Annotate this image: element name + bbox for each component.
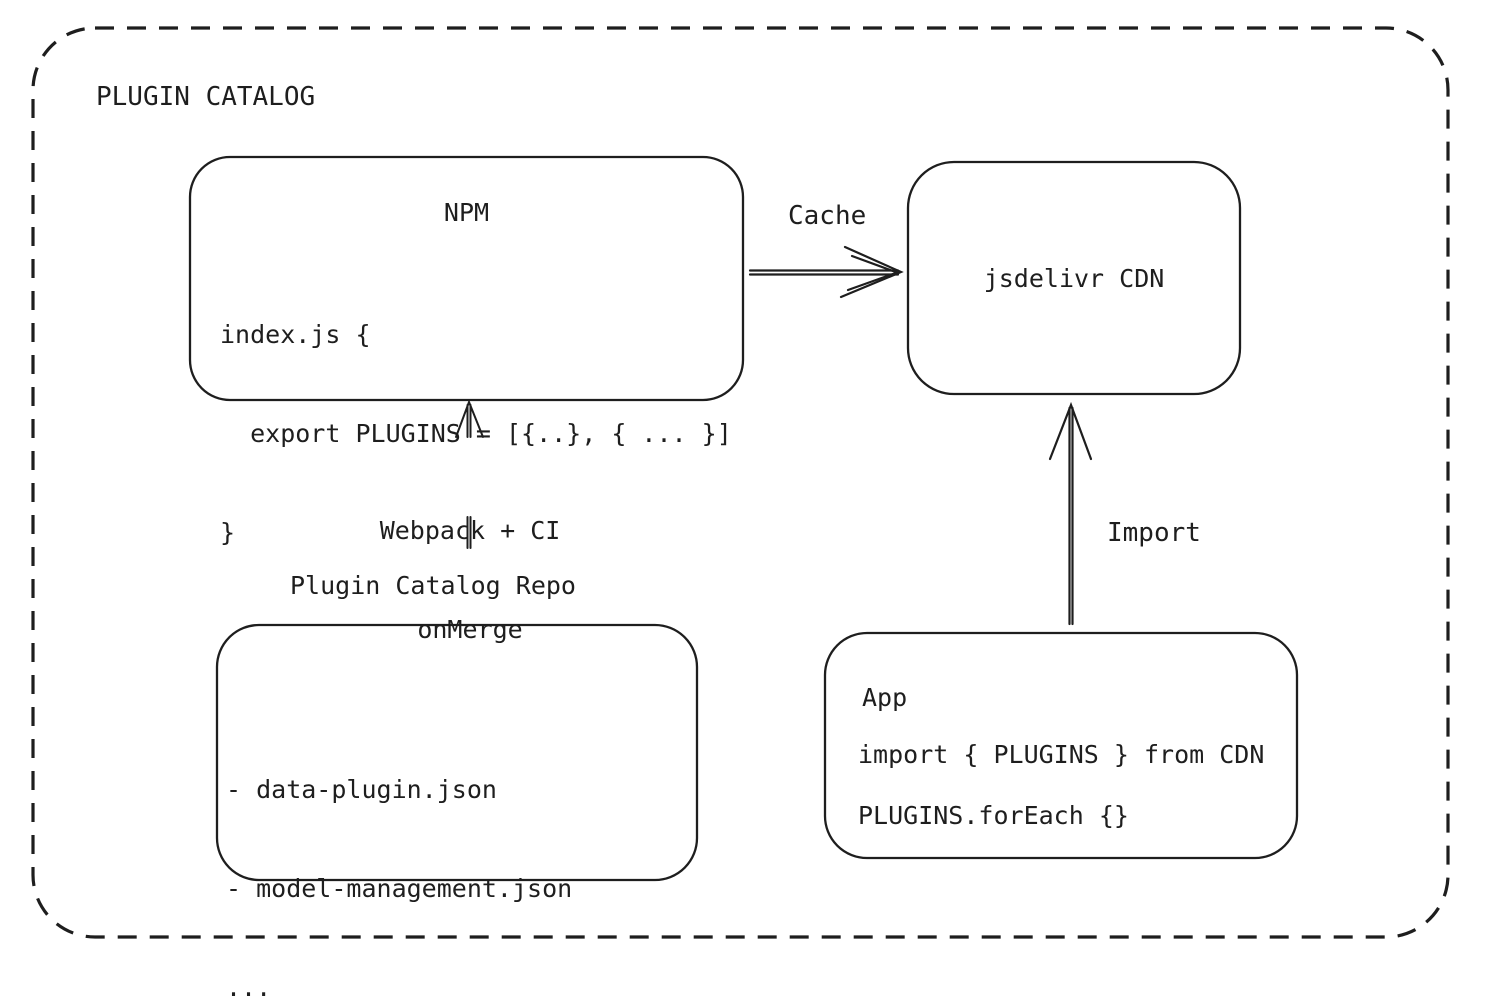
build-arrow-label: Webpack + CI onMerge bbox=[340, 448, 600, 712]
build-arrow bbox=[455, 399, 484, 549]
npm-code-line: index.js { bbox=[220, 320, 371, 349]
catalog-boundary-outline bbox=[31, 26, 1450, 939]
import-arrow-label: Import bbox=[1107, 518, 1201, 548]
npm-code-line: export PLUGINS = [{..}, { ... }] bbox=[220, 419, 732, 448]
npm-box-title: NPM bbox=[443, 198, 490, 227]
repo-box-label: Plugin Catalog Repo bbox=[290, 571, 576, 600]
cache-arrow bbox=[748, 245, 904, 299]
repo-item-list: - data-plugin.json - model-management.js… bbox=[226, 707, 572, 1002]
cache-arrow-label: Cache bbox=[788, 201, 867, 231]
app-code-line: import { PLUGINS } from CDN bbox=[858, 740, 1265, 769]
cdn-box-outline bbox=[906, 160, 1242, 396]
npm-code-line: } bbox=[220, 518, 236, 547]
cdn-box-label: jsdelivr CDN bbox=[983, 263, 1165, 293]
catalog-title: PLUGIN CATALOG bbox=[96, 82, 316, 112]
npm-code-block: index.js { export PLUGINS = [{..}, { ...… bbox=[220, 252, 732, 615]
npm-box-outline bbox=[188, 155, 745, 402]
import-arrow bbox=[1048, 401, 1093, 626]
repo-item: - model-management.json bbox=[226, 874, 573, 903]
app-code-line: PLUGINS.forEach {} bbox=[858, 801, 1129, 830]
app-box-outline bbox=[823, 631, 1299, 860]
app-box-title: App bbox=[862, 683, 908, 712]
repo-box-outline bbox=[215, 623, 699, 882]
build-arrow-label-line2: onMerge bbox=[417, 615, 523, 644]
build-arrow-label-line1: Webpack + CI bbox=[379, 516, 561, 545]
repo-item: ... bbox=[226, 973, 272, 1002]
repo-item: - data-plugin.json bbox=[226, 775, 497, 804]
